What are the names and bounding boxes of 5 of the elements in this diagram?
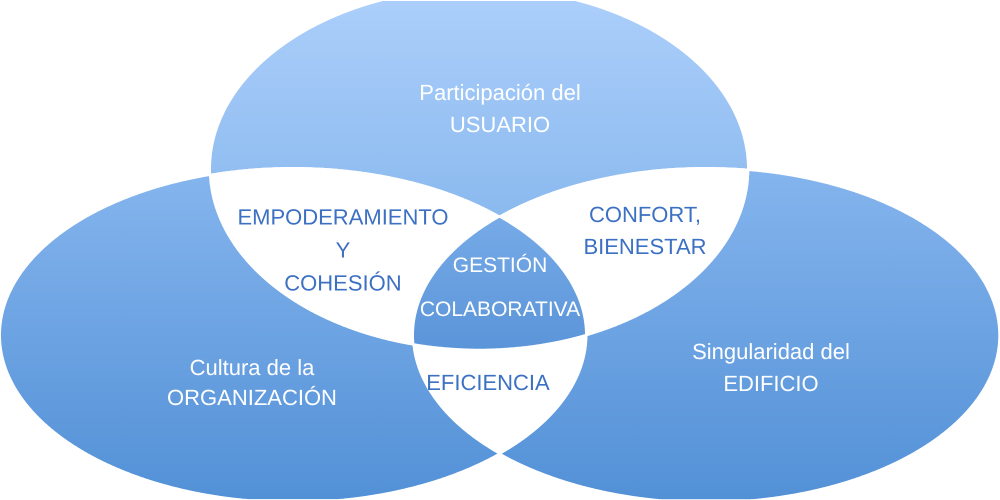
- region-label: CONFORT, BIENESTAR: [583, 201, 707, 261]
- region-label: Participación del USUARIO: [418, 79, 582, 139]
- region-label: Singularidad del EDIFICIO: [691, 338, 850, 398]
- region-label: Cultura de la ORGANIZACIÓN: [166, 354, 338, 412]
- region-label: EFICIENCIA: [425, 368, 550, 397]
